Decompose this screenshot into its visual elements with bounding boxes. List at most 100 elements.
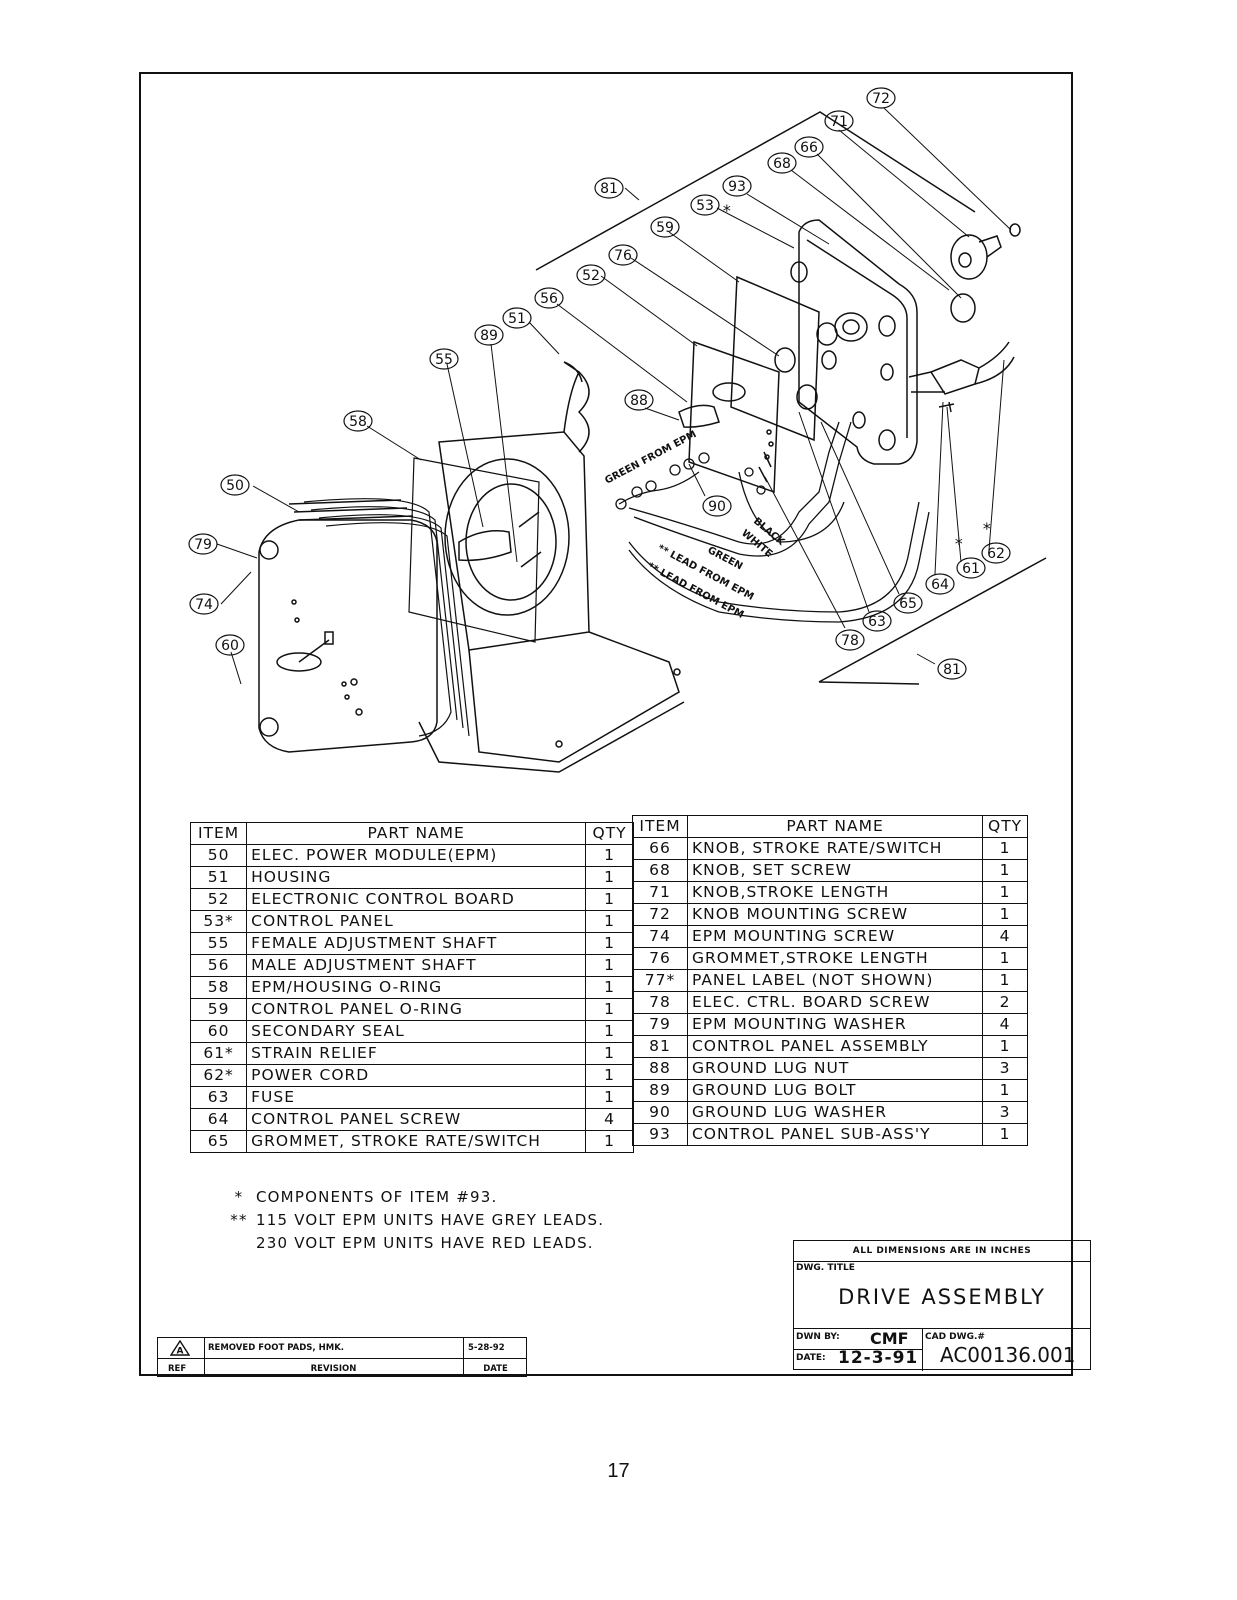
callout-66: 66 xyxy=(794,136,824,158)
star-mark-61: * xyxy=(954,534,964,553)
exploded-view-diagram: GREEN FROM EPM ** LEAD FROM EPM ** LEAD … xyxy=(188,87,1047,773)
callout-61: 61 xyxy=(956,557,986,579)
svg-text:59: 59 xyxy=(656,220,674,236)
table-row: 77*PANEL LABEL (NOT SHOWN)1 xyxy=(632,969,1028,992)
power-cord xyxy=(908,341,1015,413)
header-item: ITEM xyxy=(189,822,248,845)
svg-text:74: 74 xyxy=(195,597,213,613)
revision-block: A REMOVED FOOT PADS, HMK. 5-28-92 REF RE… xyxy=(157,1337,527,1377)
svg-text:68: 68 xyxy=(773,156,791,172)
callout-90: 90 xyxy=(702,495,732,517)
page-number: 17 xyxy=(607,1460,630,1482)
svg-text:56: 56 xyxy=(540,291,558,307)
callout-62: 62 xyxy=(981,542,1011,564)
svg-text:55: 55 xyxy=(435,352,453,368)
callout-55: 55 xyxy=(429,348,459,370)
dimensions-note: ALL DIMENSIONS ARE IN INCHES xyxy=(794,1241,1090,1262)
header-part-name: PART NAME xyxy=(686,815,984,838)
svg-text:64: 64 xyxy=(931,577,949,593)
drawing-date: 12-3-91 xyxy=(838,1348,919,1368)
callout-74: 74 xyxy=(189,593,219,615)
callout-64: 64 xyxy=(925,573,955,595)
svg-text:50: 50 xyxy=(226,478,244,494)
drawing-border xyxy=(139,72,1073,1376)
svg-text:72: 72 xyxy=(872,91,890,107)
svg-text:90: 90 xyxy=(708,499,726,515)
date-label: DATE: xyxy=(796,1353,826,1363)
notes: *COMPONENTS OF ITEM #93. **115 VOLT EPM … xyxy=(222,1186,604,1255)
svg-text:60: 60 xyxy=(221,638,239,654)
header-qty: QTY xyxy=(585,822,634,845)
housing-51 xyxy=(418,361,685,773)
ref-label: REF xyxy=(168,1364,187,1374)
svg-text:78: 78 xyxy=(841,633,859,649)
svg-text:61: 61 xyxy=(962,561,980,577)
svg-text:A: A xyxy=(177,1347,184,1357)
callout-78: 78 xyxy=(835,629,865,651)
wire-labels: GREEN FROM EPM ** LEAD FROM EPM ** LEAD … xyxy=(603,201,991,621)
star-mark-62: * xyxy=(982,519,992,538)
assembly-81-bracket xyxy=(535,111,1047,685)
callout-81-bottom: 81 xyxy=(937,658,967,680)
callout-65: 65 xyxy=(893,592,923,614)
callout-89: 89 xyxy=(474,324,504,346)
note-2: **115 VOLT EPM UNITS HAVE GREY LEADS. xyxy=(230,1211,605,1229)
svg-text:81: 81 xyxy=(943,662,961,678)
star-mark-53: * xyxy=(722,201,732,220)
callout-79: 79 xyxy=(188,533,218,555)
callout-76: 76 xyxy=(608,244,638,266)
cad-dwg-label: CAD DWG.# xyxy=(925,1332,985,1342)
revision-triangle-icon: A xyxy=(170,1340,190,1356)
callout-68: 68 xyxy=(767,152,797,174)
callout-63: 63 xyxy=(862,610,892,632)
header-qty: QTY xyxy=(982,815,1028,838)
revision-date-label: DATE xyxy=(483,1364,508,1374)
header-item: ITEM xyxy=(632,815,688,838)
svg-text:53: 53 xyxy=(696,198,714,214)
callout-52: 52 xyxy=(576,264,606,286)
callout-81-top: 81 xyxy=(594,177,624,199)
svg-text:58: 58 xyxy=(349,414,367,430)
callout-58: 58 xyxy=(343,410,373,432)
svg-text:93: 93 xyxy=(728,179,746,195)
callout-60: 60 xyxy=(215,634,245,656)
callout-56: 56 xyxy=(534,287,564,309)
note-1: *COMPONENTS OF ITEM #93. xyxy=(234,1188,498,1206)
control-panel-53 xyxy=(774,219,918,465)
revision-date: 5-28-92 xyxy=(468,1343,505,1353)
wires xyxy=(615,421,930,623)
callout-71: 71 xyxy=(824,110,854,132)
note-3: 230 VOLT EPM UNITS HAVE RED LEADS. xyxy=(256,1234,594,1252)
callout-51: 51 xyxy=(502,307,532,329)
leader-lines xyxy=(216,107,1012,685)
svg-text:62: 62 xyxy=(987,546,1005,562)
svg-text:89: 89 xyxy=(480,328,498,344)
drawn-by-label: DWN BY: xyxy=(796,1332,840,1342)
svg-text:81: 81 xyxy=(600,181,618,197)
svg-text:66: 66 xyxy=(800,140,818,156)
